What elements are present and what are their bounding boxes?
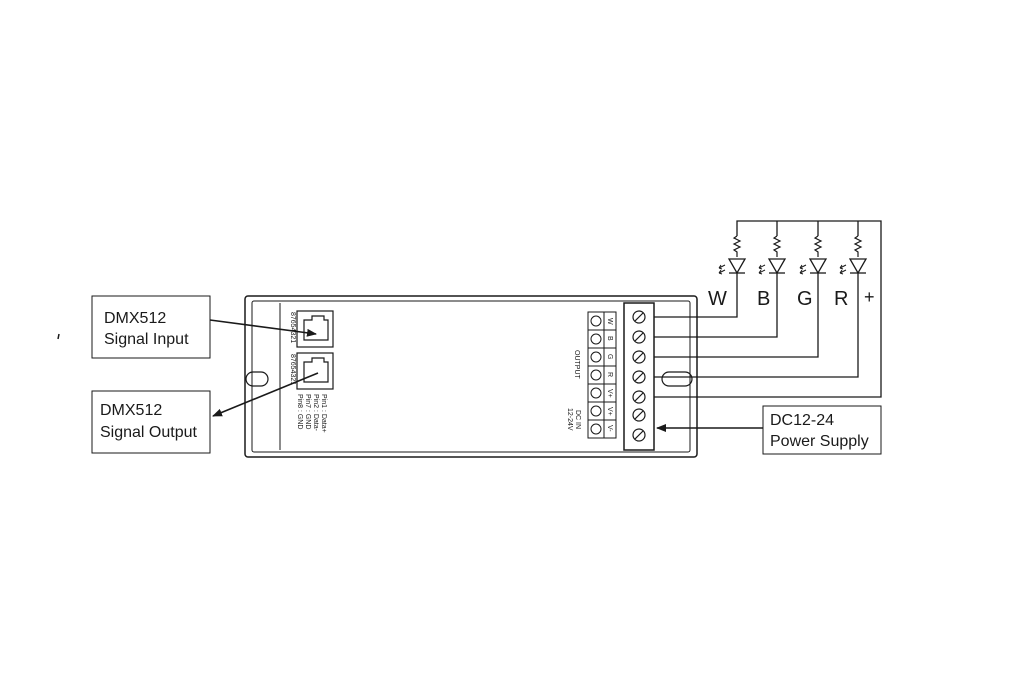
channel-letter-g: G	[797, 288, 813, 310]
tag-b: B	[606, 336, 613, 341]
terminal-tags: W B G R V+ V+ V- OUTPUT DC IN 12-24V	[566, 318, 613, 432]
led-b-icon	[758, 258, 787, 276]
dcin-voltage-label: 12-24V	[566, 408, 573, 431]
dmx-input-title: DMX512	[104, 310, 166, 327]
dmx-input-subtitle: Signal Input	[104, 331, 189, 348]
arrows	[209, 319, 763, 432]
dmx-output-title: DMX512	[100, 402, 162, 419]
power-supply-callout: DC12-24 Power Supply	[762, 405, 882, 455]
channel-letters: W B G R +	[708, 287, 875, 310]
tag-vplus-1: V+	[606, 389, 613, 398]
input-jack-pin-numbers: 87654321	[289, 312, 296, 343]
dmx-output-arrow	[212, 372, 319, 417]
tag-r: R	[606, 372, 613, 377]
screw-terminals	[632, 310, 646, 442]
pinout-line-4: Pin8 : GND	[296, 394, 303, 429]
output-wires	[654, 220, 882, 398]
led-g-icon	[799, 258, 828, 276]
pinout-line-1: Pin1 : Data+	[320, 394, 327, 433]
tag-w: W	[606, 318, 613, 325]
channel-letter-w: W	[708, 288, 727, 310]
resistor-b	[772, 235, 782, 257]
led-w-icon	[718, 258, 747, 276]
resistor-g	[813, 235, 823, 257]
pinout-line-2: Pin2 : Data-	[312, 394, 319, 432]
tag-vminus: V-	[606, 425, 613, 432]
channel-letter-b: B	[757, 288, 770, 310]
output-jack-pin-numbers: 87654321	[289, 354, 296, 385]
power-title: DC12-24	[770, 412, 834, 429]
resistor-r	[853, 235, 863, 257]
output-header: OUTPUT	[573, 350, 580, 380]
channel-letter-r: R	[834, 288, 848, 310]
dmx-output-subtitle: Signal Output	[100, 424, 198, 441]
pinout-legend: Pin1 : Data+ Pin2 : Data- Pin7 : GND Pin…	[296, 394, 327, 433]
dmx-input-callout: DMX512 Signal Input	[91, 295, 211, 359]
dmx-input-arrow	[209, 319, 317, 337]
rj45-input-jack	[296, 310, 334, 348]
led-channels	[718, 235, 868, 276]
tag-g: G	[606, 354, 613, 359]
pinout-line-3: Pin7 : GND	[304, 394, 311, 429]
dcin-label: DC IN	[574, 410, 581, 429]
dmx-output-callout: DMX512 Signal Output	[91, 390, 211, 454]
stray-mark	[57, 333, 60, 340]
power-subtitle: Power Supply	[770, 433, 869, 450]
tag-vplus-2: V+	[606, 407, 613, 416]
controller-housing	[244, 295, 698, 458]
resistor-w	[732, 235, 742, 257]
board-terminal-markings	[587, 311, 617, 439]
channel-letter-plus: +	[864, 287, 875, 307]
led-r-icon	[839, 258, 868, 276]
rj45-output-jack	[296, 352, 334, 390]
